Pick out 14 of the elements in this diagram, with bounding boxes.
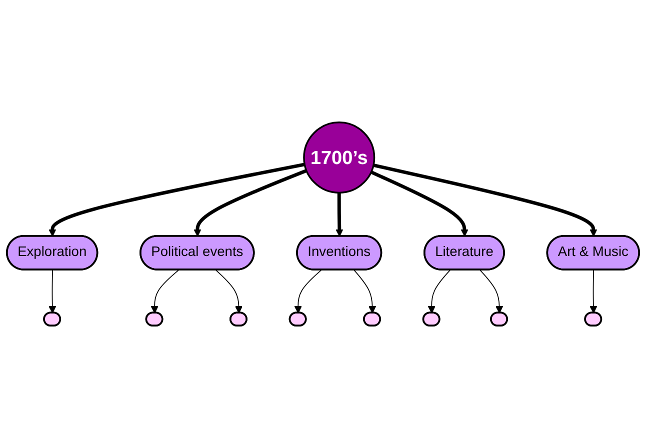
arrow (373, 164, 598, 237)
arrow (48, 270, 56, 314)
arrow (294, 270, 322, 314)
arrow (479, 270, 504, 314)
arrow (370, 170, 468, 237)
arrow (590, 270, 598, 314)
arrow (354, 270, 376, 314)
arrow (428, 270, 451, 314)
arrow (194, 169, 308, 237)
arrow (215, 270, 243, 314)
node-circle: 1700’s (303, 122, 376, 194)
arrow (48, 162, 305, 237)
arrow (336, 192, 344, 237)
arrow (150, 270, 180, 314)
